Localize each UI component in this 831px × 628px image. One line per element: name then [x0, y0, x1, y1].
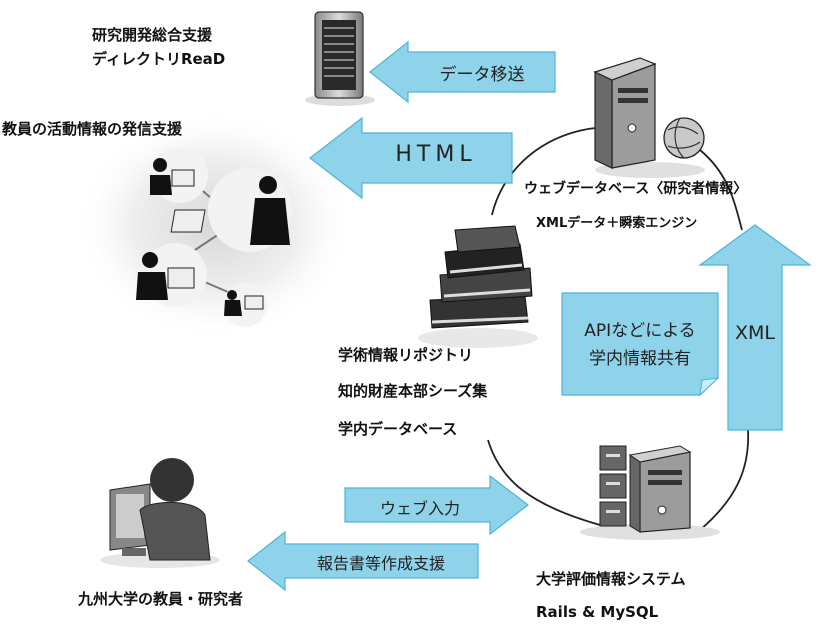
web-input-arrow-label: ウェブ入力 — [379, 499, 460, 518]
api-note-line1: APIなどによる — [584, 321, 696, 341]
data-transfer-arrow-label: データ移送 — [439, 65, 525, 85]
data-transfer-arrow — [369, 40, 556, 104]
api-note-line2: 学内情報共有 — [589, 349, 691, 369]
web-input-arrow — [344, 474, 529, 536]
faculty-network-icon — [136, 147, 292, 327]
read-label-line2: ディレクトリReaD — [92, 50, 226, 68]
campus-db-label: 学内データベース — [338, 420, 458, 438]
repository-label: 学術情報リポジトリ — [338, 346, 474, 364]
api-note-fold — [699, 377, 720, 397]
rails-mysql-label: Rails & MySQL — [536, 603, 659, 621]
researcher-icon — [100, 458, 220, 568]
report-support-arrow-label: 報告書等作成支援 — [316, 554, 445, 573]
read-label-line1: 研究開発総合支援 — [92, 26, 213, 44]
books-stack-icon — [418, 225, 538, 348]
xml-arrow — [698, 224, 812, 431]
cycle-curve-left-bottom — [487, 439, 601, 526]
html-arrow — [309, 116, 513, 200]
web-db-label: ウェブデータベース〈研究者情報〉 — [524, 181, 748, 197]
xml-arrow-label: XML — [735, 322, 775, 344]
report-support-arrow — [247, 530, 479, 592]
read-server-icon — [305, 11, 375, 106]
kyushu-researcher-label: 九州大学の教員・研究者 — [78, 590, 244, 608]
html-arrow-label: HTML — [395, 142, 477, 167]
cycle-curve-right-bottom — [699, 429, 750, 531]
evaluation-system-label: 大学評価情報システム — [536, 570, 686, 588]
ip-seeds-label: 知的財産本部シーズ集 — [338, 382, 488, 400]
web-db-server-icon — [593, 57, 705, 178]
cycle-curve-right-top — [699, 149, 743, 231]
xml-engine-label: XMLデータ＋瞬索エンジン — [536, 216, 698, 231]
faculty-support-label: 教員の活動情報の発信支援 — [2, 120, 183, 138]
evaluation-server-icon — [580, 445, 720, 540]
